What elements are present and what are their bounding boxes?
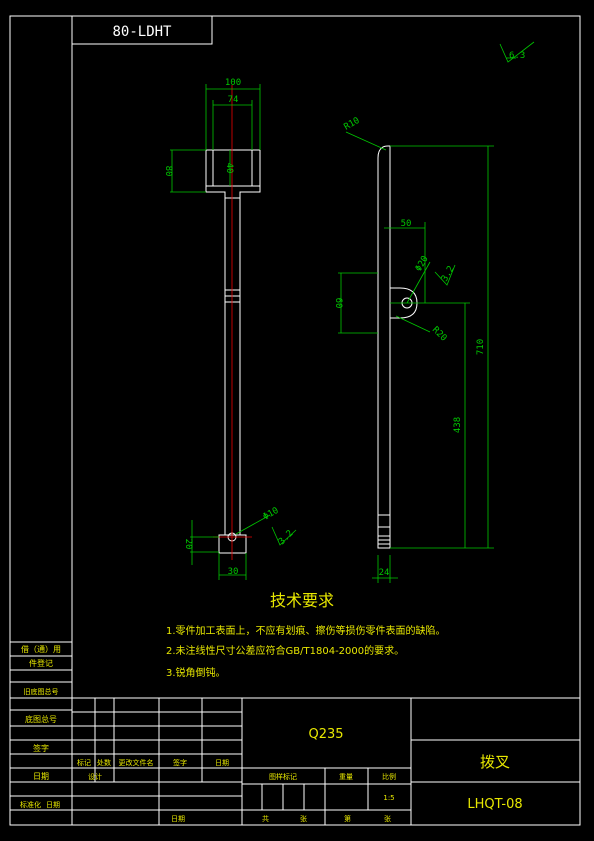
left-column-boxes	[9, 641, 73, 811]
dim-total-length: 710	[476, 339, 486, 355]
roughness-value: 6.3	[509, 51, 525, 61]
tech-req-item-2: 2.未注线性尺寸公差应符合GB/T1804-2000的要求。	[166, 644, 404, 657]
roughness-symbol	[499, 41, 535, 63]
left-label-5: 签字	[33, 743, 49, 753]
left-label-4: 底图总号	[25, 714, 57, 724]
sheet-no-label: 第	[344, 814, 351, 823]
dim-side-hole-dia: Φ20	[414, 254, 431, 273]
design-label: 设计	[88, 772, 102, 781]
dim-boss-radius: R20	[430, 325, 449, 344]
dim-hole-height: 20	[183, 539, 193, 550]
sheets-total-label: 共	[262, 814, 269, 823]
sheets-unit-label: 张	[300, 814, 307, 823]
front-view	[205, 85, 261, 560]
material: Q235	[308, 727, 343, 742]
left-std-label: 标准化	[20, 800, 41, 809]
tech-req-item-1: 1.零件加工表面上，不应有划痕、擦伤等损伤零件表面的缺陷。	[166, 624, 446, 637]
scale-label: 比例	[382, 772, 396, 781]
dim-offset: 50	[401, 219, 412, 229]
hdr-count: 处数	[97, 758, 111, 767]
dim-thickness: 24	[379, 568, 390, 578]
part-name: 拨叉	[480, 753, 510, 771]
dim-bottom-width: 30	[228, 567, 239, 577]
tech-req-item-3: 3.锐角倒钝。	[166, 666, 226, 679]
drawing-code-box	[71, 15, 213, 45]
side-dimensions	[338, 131, 494, 583]
title-block-grid	[72, 697, 580, 825]
part-code: LHQT-08	[467, 797, 522, 812]
hdr-doc: 更改文件名	[119, 758, 154, 767]
left-date-label: 日期	[46, 801, 60, 809]
drawing-frame	[71, 15, 581, 826]
drawing-code: 80-LDHT	[112, 24, 172, 40]
sheet-unit-label-2: 张	[384, 814, 391, 823]
front-dimensions	[170, 84, 297, 580]
dim-lower-length: 438	[453, 417, 463, 433]
weight-label: 重量	[339, 773, 353, 781]
bottom-date-label: 日期	[171, 815, 185, 823]
dim-width-outer: 100	[225, 78, 241, 88]
dim-boss-height: 60	[333, 298, 343, 309]
stage-mark-label: 图样标记	[269, 772, 297, 781]
hdr-sign: 签字	[173, 758, 187, 767]
left-label-6: 日期	[33, 772, 49, 781]
tech-req-title: 技术要求	[270, 591, 334, 610]
binding-margin	[9, 15, 73, 826]
dim-hole-dia: Φ10	[262, 506, 281, 523]
hdr-date: 日期	[215, 759, 229, 767]
dim-fork-height: 80	[163, 166, 173, 177]
left-label-2: 件登记	[29, 658, 53, 668]
dim-width-inner: 74	[228, 95, 239, 105]
left-label-3: 旧底图总号	[24, 687, 59, 696]
side-view	[377, 145, 418, 549]
dim-slot-depth: 40	[224, 163, 234, 174]
scale-value: 1:5	[383, 794, 394, 802]
dim-top-radius: R10	[343, 116, 362, 133]
left-label-1: 借（通）用	[21, 644, 61, 654]
hdr-mark: 标记	[77, 758, 91, 767]
